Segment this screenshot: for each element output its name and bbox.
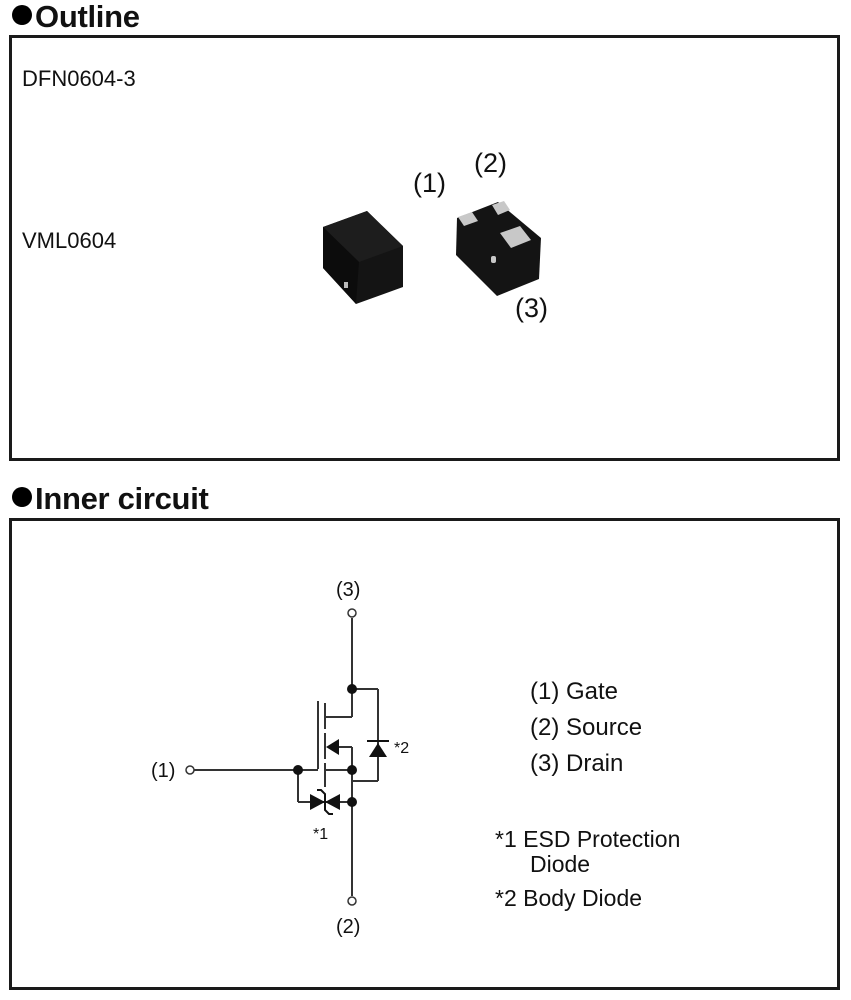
bullet-icon	[12, 5, 32, 25]
inner-circuit-heading-text: Inner circuit	[35, 481, 209, 516]
pin-label-2: (2)	[474, 148, 507, 178]
note-esd-line1: *1 ESD Protection	[495, 826, 681, 852]
note-body-diode: *2 Body Diode	[495, 885, 643, 911]
terminal-label-gate: (1)	[151, 760, 175, 782]
package-name-vml: VML0604	[22, 228, 117, 253]
package-illustration	[323, 201, 541, 304]
pin-label-3: (3)	[515, 293, 548, 323]
pad-1	[458, 212, 478, 226]
substrate-arrow-icon	[326, 739, 339, 755]
junction-dot	[293, 765, 303, 775]
inner-circuit-box: (3) (2) (1) *2 *1 (1) Gate (2) Source (3…	[9, 518, 840, 990]
esd-diode-icon	[310, 789, 340, 815]
outline-heading: Outline	[12, 0, 140, 34]
outline-box: DFN0604-3 VML0604 (1) (2) (3)	[9, 35, 840, 461]
package-name-dfn: DFN0604-3	[22, 66, 136, 91]
annotation-esd-diode: *1	[313, 826, 328, 843]
circuit-schematic: (3) (2) (1) *2 *1	[151, 579, 409, 938]
terminal-label-drain: (3)	[336, 579, 360, 601]
pin-label-1: (1)	[413, 168, 446, 198]
junction-dot	[347, 765, 357, 775]
pad-3	[500, 226, 531, 248]
pad-2	[492, 201, 510, 215]
pin-legend-gate: (1) Gate	[530, 678, 619, 705]
outline-heading-text: Outline	[35, 0, 140, 34]
bullet-icon	[12, 487, 32, 507]
terminal-source-icon	[347, 896, 357, 906]
terminal-gate-icon	[185, 765, 195, 775]
terminal-label-source: (2)	[336, 916, 360, 938]
note-esd-line2: Diode	[530, 851, 591, 877]
junction-dot	[347, 797, 357, 807]
body-diode-icon	[367, 740, 389, 757]
pin-legend-source: (2) Source	[530, 714, 643, 741]
package-top-view	[323, 211, 403, 304]
junction-dot	[347, 684, 357, 694]
annotation-body-diode: *2	[394, 740, 409, 757]
package-bottom-view	[456, 201, 541, 296]
pin-legend-drain: (3) Drain	[530, 750, 624, 777]
terminal-drain-icon	[347, 608, 357, 618]
inner-circuit-heading: Inner circuit	[12, 482, 209, 516]
